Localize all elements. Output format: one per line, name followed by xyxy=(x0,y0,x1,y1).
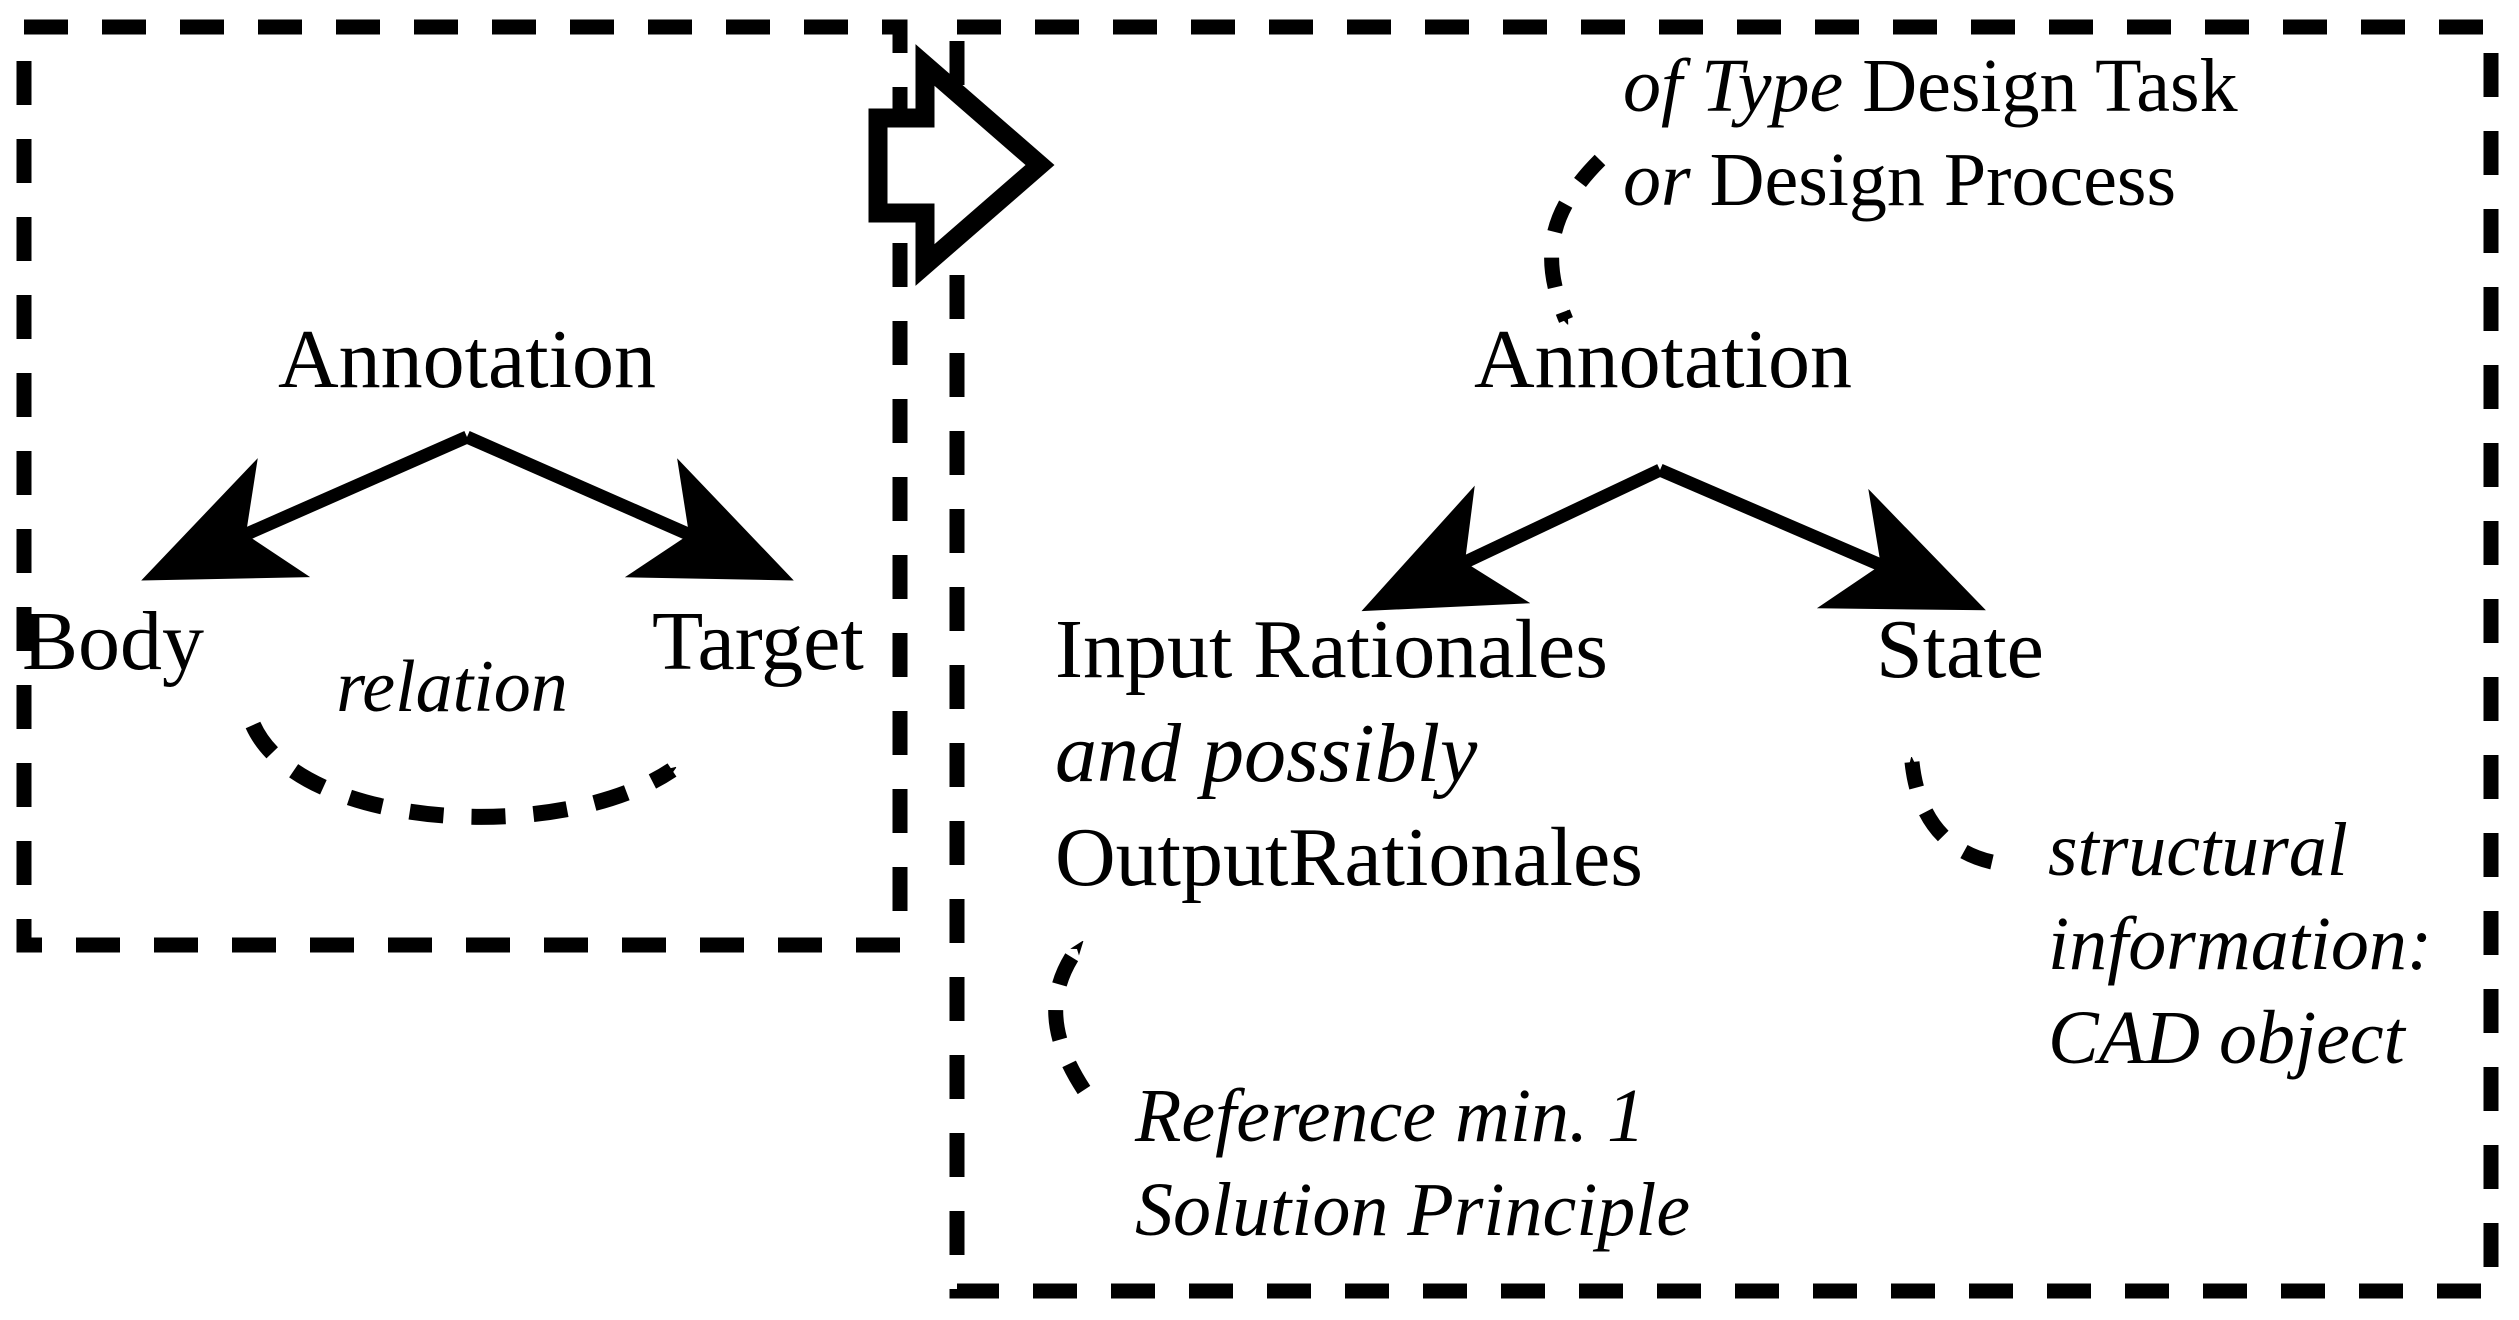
edge-annotation2-state xyxy=(1657,464,1986,611)
callout-curve-structural xyxy=(1904,762,1994,870)
node-rationales: Input Rationales and possibly OutputRati… xyxy=(1055,608,1643,900)
edge-relation-curve xyxy=(245,721,672,825)
node-rationales-line-3: OutputRationales xyxy=(1055,811,1643,904)
callout-type-line-1-roman: Design Task xyxy=(1843,44,2238,128)
callout-reference-line-1: Reference min. 1 xyxy=(1135,1074,1645,1158)
transform-arrow-icon xyxy=(868,44,1055,286)
callout-type-line-1: of Type Design Task xyxy=(1623,48,2238,124)
node-state: State xyxy=(1876,603,2044,696)
node-rationales-line-1: Input Rationales xyxy=(1055,603,1608,696)
callout-reference-line-2: Solution Principle xyxy=(1135,1168,1691,1252)
callout-type-line-2-roman: Design Process xyxy=(1690,138,2177,222)
left-panel-border xyxy=(16,19,908,953)
callout-structural-text: structural information: CAD object xyxy=(2048,812,2432,1076)
callout-reference-text: Reference min. 1 Solution Principle xyxy=(1135,1078,1690,1248)
edge-annotation-target xyxy=(464,431,794,581)
node-annotation-right: Annotation xyxy=(1474,313,1852,406)
edge-annotation-body xyxy=(141,431,470,581)
node-body: Body xyxy=(22,595,205,688)
edge-label-relation: relation xyxy=(336,646,568,728)
callout-type-line-2-italic: or xyxy=(1623,138,1691,222)
node-rationales-line-2: and possibly xyxy=(1055,707,1478,800)
callout-structural-line-1: structural xyxy=(2048,808,2348,892)
callout-type-line-1-italic: of Type xyxy=(1623,44,1844,128)
node-annotation-left: Annotation xyxy=(278,313,656,406)
callout-curve-reference xyxy=(1048,945,1091,1095)
callout-type-text: of Type Design Task or Design Process xyxy=(1623,48,2238,218)
callout-curve-type xyxy=(1544,154,1606,320)
node-target: Target xyxy=(652,595,864,688)
callout-structural-line-3: CAD object xyxy=(2048,996,2405,1080)
callout-type-line-2: or Design Process xyxy=(1623,142,2238,218)
callout-structural-line-2: information: xyxy=(2048,902,2433,986)
edge-annotation2-rationales xyxy=(1361,464,1663,612)
